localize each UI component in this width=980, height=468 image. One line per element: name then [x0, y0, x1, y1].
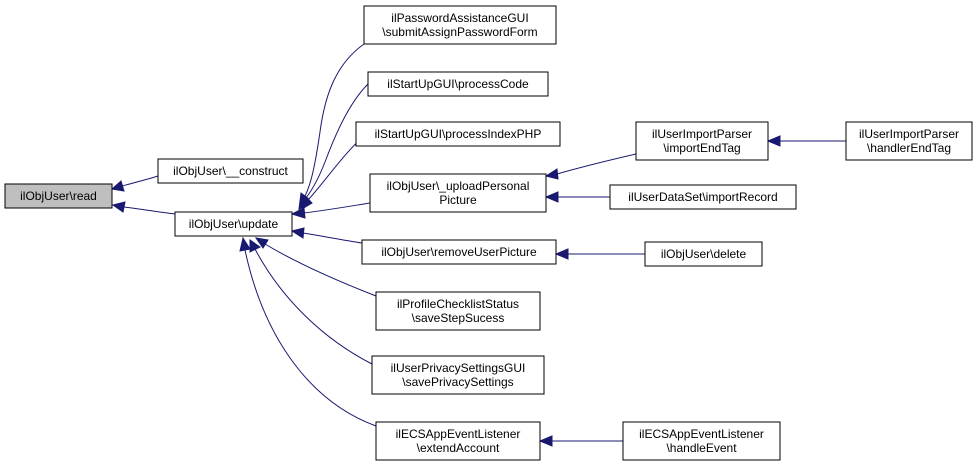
node-label: ilUserPrivacySettingsGUI: [391, 361, 526, 375]
node-label: ilObjUser\read: [20, 189, 97, 203]
node-iluserimportparser-handlerendtag[interactable]: ilUserImportParser\handlerEndTag: [845, 121, 973, 161]
node-ilstartupgui-processindexphp[interactable]: ilStartUpGUI\processIndexPHP: [355, 121, 561, 147]
node-label: \saveStepSucess: [412, 311, 505, 325]
edge-handleEvent-to-extendAccount: [538, 435, 623, 447]
node-ilpasswordassistancegui-submitassignpasswordform[interactable]: ilPasswordAssistanceGUI\submitAssignPass…: [363, 5, 557, 45]
node-ilobjuser-construct[interactable]: ilObjUser\__construct: [157, 158, 304, 184]
node-label: ilObjUser\delete: [661, 247, 747, 261]
node-label: ilECSAppEventListener: [639, 427, 764, 441]
edge-submitAssign-to-update: [298, 43, 365, 211]
node-iluserimportparser-importendtag[interactable]: ilUserImportParser\importEndTag: [635, 121, 769, 161]
node-label: \importEndTag: [663, 141, 740, 155]
node-ilecsappeventlistener-extendaccount[interactable]: ilECSAppEventListener\extendAccount: [375, 421, 541, 461]
node-label: ilProfileChecklistStatus: [397, 297, 519, 311]
node-iluserdataset-importrecord[interactable]: ilUserDataSet\importRecord: [609, 184, 797, 210]
edge-construct-to-read: [110, 175, 159, 192]
node-label: ilObjUser\__construct: [173, 164, 288, 178]
node-ilobjuser-update[interactable]: ilObjUser\update: [174, 211, 293, 237]
node-label: ilStartUpGUI\processIndexPHP: [375, 127, 542, 141]
edge-delete-to-removePic: [554, 248, 645, 260]
edge-extendAccount-to-update: [239, 236, 377, 427]
node-label: Picture: [439, 193, 477, 207]
edge-importRecord-to-uploadPic: [544, 191, 610, 203]
node-label: ilUserDataSet\importRecord: [628, 190, 777, 204]
node-label: ilObjUser\removeUserPicture: [381, 245, 537, 259]
node-ilprofilechecklisstatus-savestepsucess[interactable]: ilProfileChecklistStatus\saveStepSucess: [375, 291, 541, 331]
node-label: ilObjUser\update: [189, 217, 279, 231]
node-label: ilObjUser\_uploadPersonal: [387, 179, 530, 193]
node-ilecsappeventlistener-handleevent[interactable]: ilECSAppEventListener\handleEvent: [622, 421, 781, 461]
node-label: \handlerEndTag: [867, 141, 951, 155]
edge-removePic-to-update: [290, 227, 363, 244]
node-label: \savePrivacySettings: [402, 375, 513, 389]
node-ilstartupgui-processcode[interactable]: ilStartUpGUI\processCode: [367, 71, 549, 97]
node-ilobjuser-removeuserpicture[interactable]: ilObjUser\removeUserPicture: [361, 239, 557, 265]
node-ilobjuser-delete[interactable]: ilObjUser\delete: [644, 241, 763, 267]
node-label: ilECSAppEventListener: [396, 427, 521, 441]
node-label: ilUserImportParser: [859, 127, 959, 141]
edge-handlerEndTag-to-importEndTag: [766, 135, 847, 147]
node-label: ilStartUpGUI\processCode: [387, 77, 529, 91]
node-label: \submitAssignPasswordForm: [382, 25, 537, 39]
node-ilobjuser-read[interactable]: ilObjUser\read: [4, 183, 113, 209]
node-label: ilUserImportParser: [652, 127, 752, 141]
edge-uploadPic-to-update: [290, 202, 371, 219]
edge-importEndTag-to-uploadPic: [544, 153, 637, 180]
edge-savePrivacy-to-update: [249, 239, 373, 365]
node-iluserprivacysettingsgui-saveprivacysettings[interactable]: ilUserPrivacySettingsGUI\savePrivacySett…: [371, 355, 545, 395]
node-label: \handleEvent: [666, 441, 737, 455]
edge-update-to-read: [111, 201, 176, 215]
edge-saveStep-to-update: [254, 237, 377, 297]
node-label: ilPasswordAssistanceGUI: [391, 11, 528, 25]
node-label: \extendAccount: [417, 441, 500, 455]
